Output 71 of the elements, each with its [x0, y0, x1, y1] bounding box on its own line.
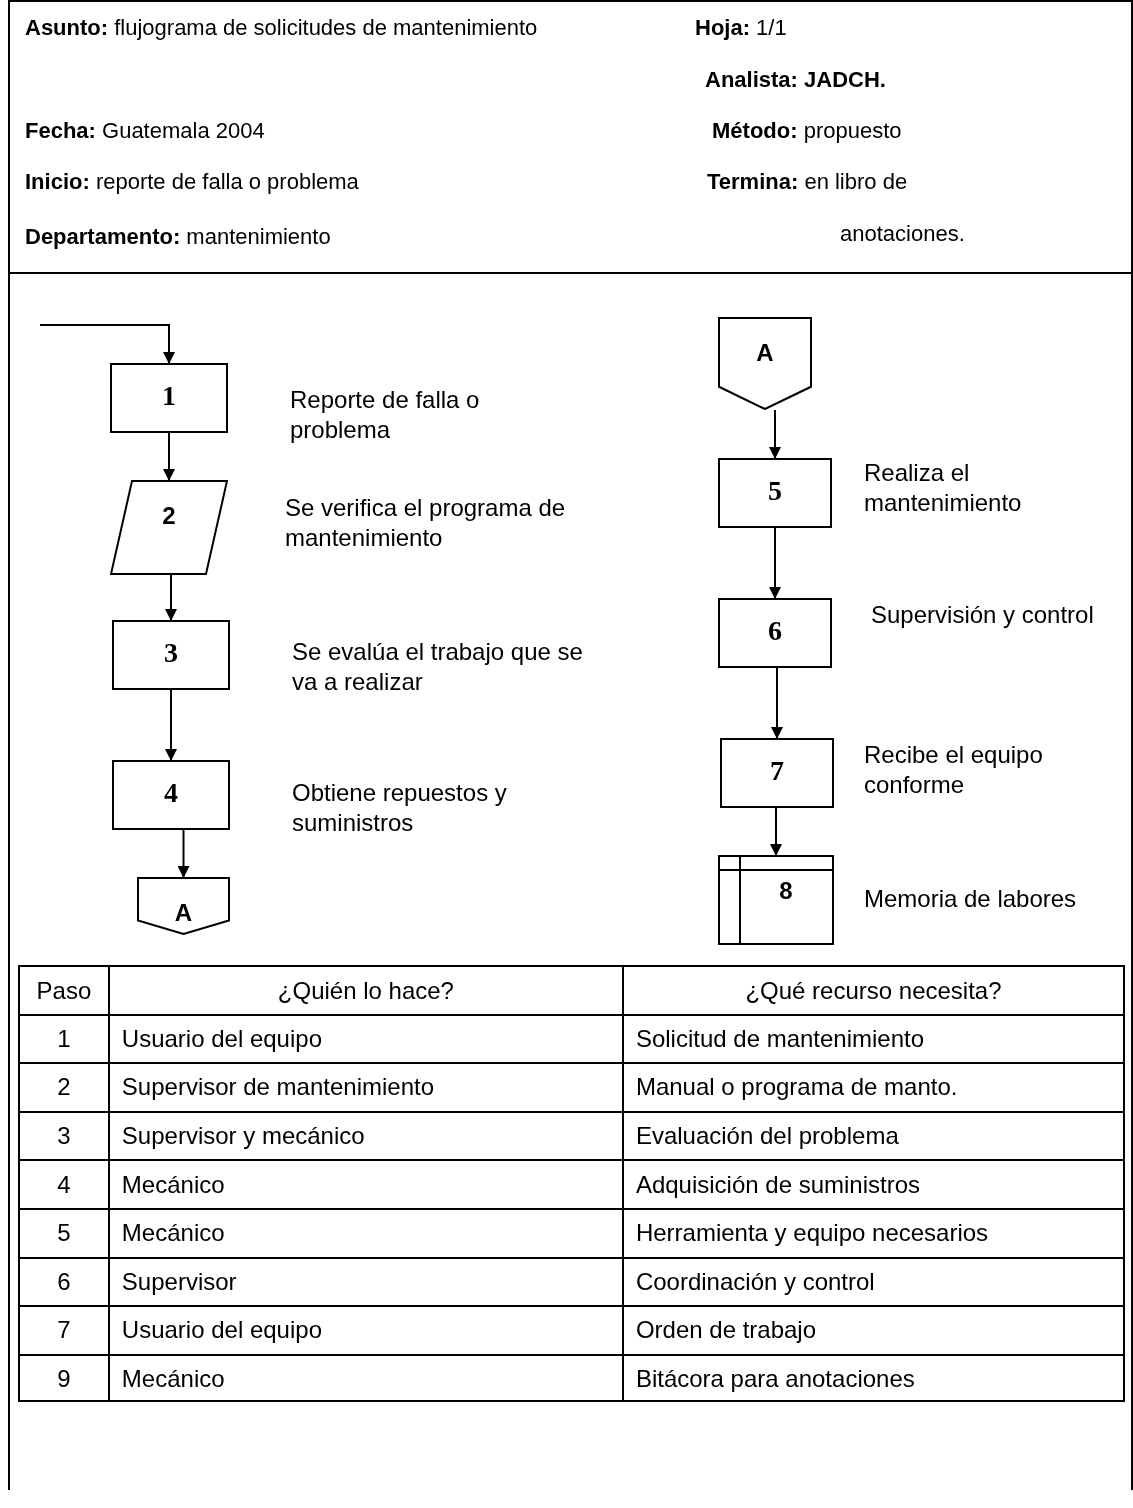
storage-symbol: [718, 855, 834, 945]
table-cell-text: Supervisor de mantenimiento: [121, 1072, 434, 1103]
column-header: ¿Qué recurso necesita?: [745, 976, 1002, 1007]
step-number: A: [174, 899, 193, 926]
table-cell-text: Manual o programa de manto.: [635, 1072, 958, 1103]
arrow: [165, 574, 177, 621]
process-box: [718, 458, 832, 528]
step-number: 3: [164, 637, 178, 668]
step-description: Se evalúa el trabajo que se va a realizar: [292, 637, 584, 697]
table-cell-text: 6: [57, 1266, 71, 1297]
table-cell-text: Mecánico: [121, 1218, 225, 1249]
table-cell-text: Usuario del equipo: [121, 1315, 322, 1346]
table-cell-text: Usuario del equipo: [121, 1023, 322, 1054]
header-field: Fecha: Guatemala 2004: [25, 105, 585, 157]
header-field: Departamento: mantenimiento: [25, 211, 585, 263]
step-description: Obtiene repuestos y suministros: [292, 778, 508, 838]
column-header: ¿Quién lo hace?: [277, 976, 454, 1007]
step-number: 8: [779, 877, 793, 904]
table-cell-text: 2: [57, 1072, 71, 1103]
header-field: Asunto: flujograma de solicitudes de mantenimiento: [25, 2, 585, 54]
table-cell-text: 1: [57, 1023, 71, 1054]
table-cell-text: Herramienta y equipo necesarios: [635, 1218, 989, 1249]
step-number: 5: [768, 475, 782, 506]
header-field: Termina: en libro de anotaciones.: [707, 156, 997, 260]
step-number: 7: [770, 755, 784, 786]
header-field: Inicio: reporte de falla o problema: [25, 156, 585, 208]
process-box: [112, 620, 230, 690]
process-box: [718, 598, 832, 668]
header-field: Hoja: 1/1: [695, 2, 1095, 54]
table-cell-text: 7: [57, 1315, 71, 1346]
step-number: 4: [164, 777, 178, 808]
table-cell-text: Solicitud de mantenimiento: [635, 1023, 925, 1054]
step-description: Recibe el equipo conforme: [864, 740, 1044, 800]
header-field: Método: propuesto: [712, 105, 1112, 157]
off-page-connector: [718, 317, 812, 410]
step-description: Supervisión y control: [871, 600, 1095, 630]
table-cell-text: Evaluación del problema: [635, 1121, 899, 1152]
table-cell-text: Supervisor y mecánico: [121, 1121, 365, 1152]
arrow: [771, 667, 783, 739]
table-cell-text: Adquisición de suministros: [635, 1169, 921, 1200]
table-cell-text: Coordinación y control: [635, 1266, 875, 1297]
table-cell-text: Mecánico: [121, 1169, 225, 1200]
arrow: [163, 432, 175, 481]
off-page-connector: [137, 877, 230, 935]
arrow: [769, 527, 781, 599]
table-cell-text: 4: [57, 1169, 71, 1200]
step-description: Reporte de falla o problema: [290, 385, 481, 445]
table-cell-text: Mecánico: [121, 1364, 225, 1395]
table-cell-text: Orden de trabajo: [635, 1315, 817, 1346]
table-cell-text: Supervisor: [121, 1266, 237, 1297]
step-description: Realiza el mantenimiento: [864, 458, 1023, 518]
step-description: Memoria de labores: [864, 884, 1078, 914]
arrow: [769, 409, 781, 459]
arrow: [770, 807, 782, 856]
step-number: 6: [768, 615, 782, 646]
table-cell-text: Bitácora para anotaciones: [635, 1364, 915, 1395]
step-number: A: [756, 339, 774, 366]
table-cell-text: 9: [57, 1364, 71, 1395]
step-description: Se verifica el programa de mantenimiento: [285, 493, 567, 553]
arrow: [177, 829, 190, 878]
arrow: [165, 689, 177, 761]
arrow: [39, 324, 175, 364]
step-number: 2: [162, 502, 176, 529]
process-box: [112, 760, 230, 830]
step-number: 1: [162, 380, 176, 411]
table-cell-text: 3: [57, 1121, 71, 1152]
process-box: [720, 738, 834, 808]
column-header: Paso: [36, 976, 92, 1007]
process-box: [110, 363, 228, 433]
table-cell-text: 5: [57, 1218, 71, 1249]
header-field: Analista: JADCH.: [705, 54, 1105, 106]
